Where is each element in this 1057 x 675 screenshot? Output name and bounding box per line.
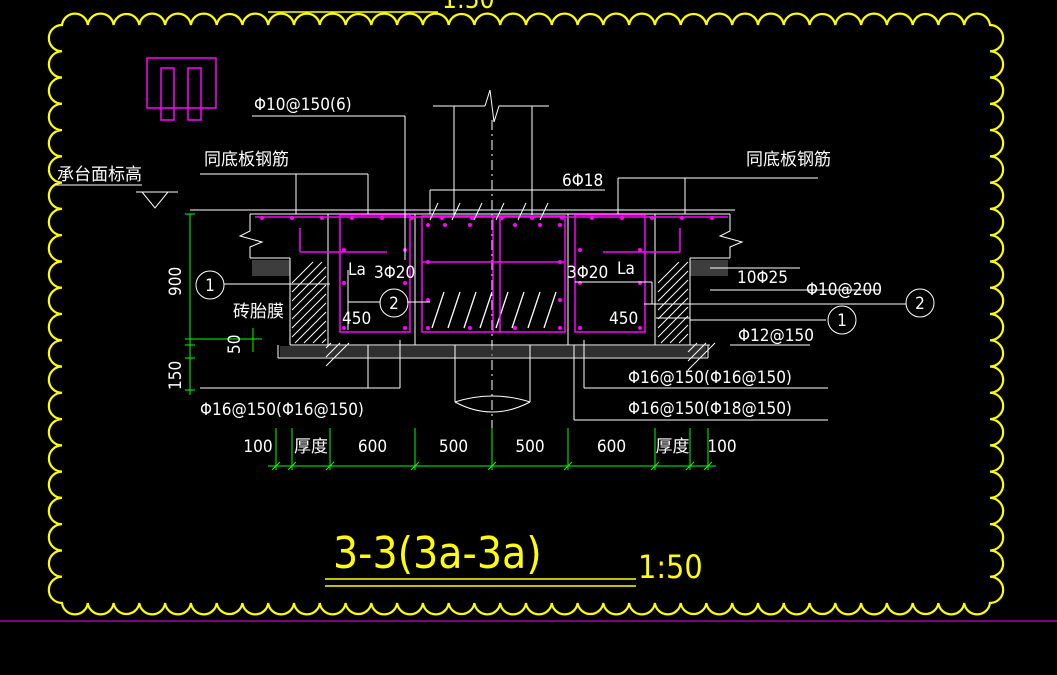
bottom-dimension-labels: 100 厚度 600 500 500 600 厚度 100 (243, 437, 736, 457)
bottom-dim-0: 100 (243, 437, 272, 457)
bottom-dim-5: 600 (597, 437, 626, 457)
label-la-left: La (348, 260, 366, 280)
label-450-right: 450 (609, 309, 638, 329)
marker-right-2: 2 (905, 288, 935, 318)
label-3phi20-left: 3Φ20 (374, 263, 415, 283)
bottom-dim-3: 500 (439, 437, 468, 457)
label-dim-150: 150 (166, 361, 186, 390)
prev-title-scale: 1:50 (442, 0, 495, 15)
label-phi12-150: Φ12@150 (738, 326, 814, 346)
pile-cap (190, 209, 744, 413)
label-450-left: 450 (342, 309, 371, 329)
dimension-lines (185, 213, 716, 471)
label-stirrup-top: Φ10@150(6) (254, 95, 352, 115)
marker-left-1: 1 (195, 270, 225, 300)
label-10phi25: 10Φ25 (737, 268, 788, 288)
label-3phi20-right: 3Φ20 (567, 263, 608, 283)
rebar (255, 214, 728, 333)
leader-lines (55, 115, 906, 421)
svg-text:1: 1 (837, 311, 847, 331)
section-scale: 1:50 (638, 548, 703, 586)
bottom-dim-7: 100 (707, 437, 736, 457)
label-phi10-200: Φ10@200 (806, 280, 882, 300)
svg-text:2: 2 (389, 294, 399, 314)
section-title: 3-3(3a-3a) (333, 528, 542, 579)
revision-cloud (47, 12, 1005, 616)
label-dim-50: 50 (225, 335, 245, 354)
rebar-dots (260, 216, 714, 330)
label-cap-top-elevation: 承台面标高 (57, 165, 142, 185)
label-main-bars: 6Φ18 (562, 171, 603, 191)
label-phi16-150-right: Φ16@150(Φ16@150) (628, 368, 792, 388)
svg-text:2: 2 (915, 294, 925, 314)
marker-left-2: 2 (379, 288, 409, 318)
label-phi16-150-18: Φ16@150(Φ18@150) (628, 399, 792, 419)
label-brick-mold: 砖胎膜 (233, 302, 284, 322)
window-symbol (146, 57, 217, 121)
label-same-slab-left: 同底板钢筋 (204, 150, 289, 170)
bottom-dim-1: 厚度 (294, 437, 328, 457)
bar-ticks (429, 202, 549, 221)
svg-text:1: 1 (205, 276, 215, 296)
label-la-right: La (617, 259, 635, 279)
label-dim-900: 900 (166, 267, 186, 296)
bottom-dim-6: 厚度 (656, 437, 690, 457)
marker-right-1: 1 (827, 305, 857, 335)
bottom-dim-4: 500 (515, 437, 544, 457)
label-same-slab-right: 同底板钢筋 (746, 150, 831, 170)
column (433, 89, 549, 460)
label-phi16-150-left: Φ16@150(Φ16@150) (200, 400, 364, 420)
bottom-dim-2: 600 (358, 437, 387, 457)
